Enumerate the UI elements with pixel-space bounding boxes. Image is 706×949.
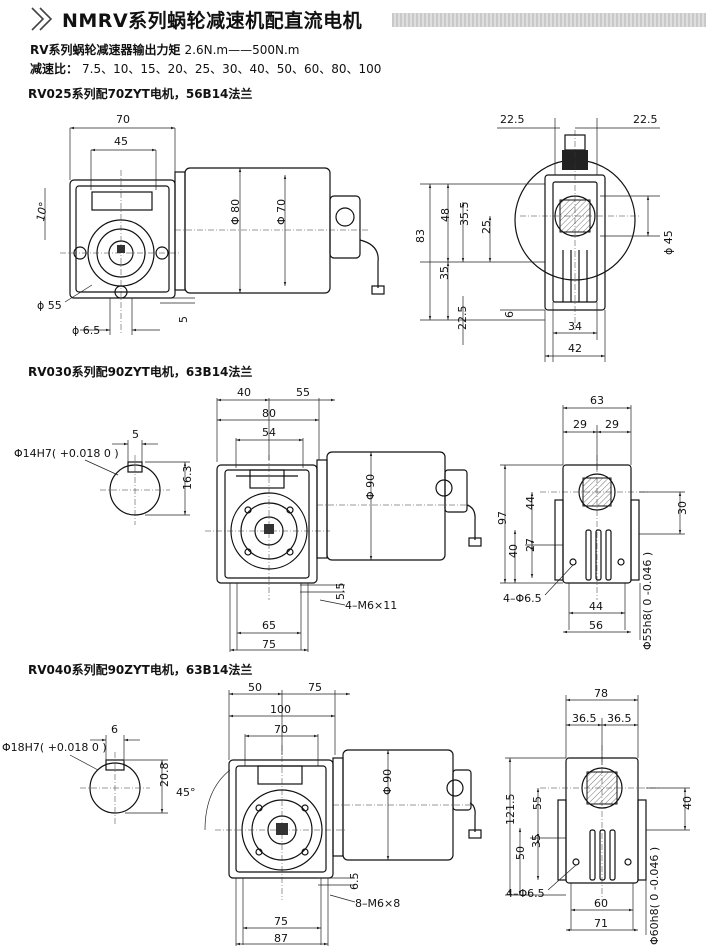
dim-rv025-35: 35: [438, 266, 451, 280]
dim-rv030-5_5: 5.5: [334, 583, 347, 601]
rv040-front-view: 50 75 100 70 Φ 90 45° 6.5 8–M6×8 75 87: [176, 681, 482, 946]
dim-rv040-36_5-left: 36.5: [572, 712, 597, 725]
dim-rv030-75: 75: [262, 638, 276, 651]
dim-rv040-m6: 8–M6×8: [355, 897, 400, 910]
torque-label: RV系列蜗轮减速器输出力矩: [30, 43, 181, 57]
dim-rv040-71: 71: [594, 917, 608, 930]
ratio-value: 7.5、10、15、20、25、30、40、50、60、80、100: [82, 62, 382, 76]
dim-rv025-42: 42: [568, 342, 582, 355]
dim-rv025-70: 70: [116, 113, 130, 126]
dim-rv025-83: 83: [414, 229, 427, 243]
rv025-front-view: 70 45 10° ϕ 55 ϕ 6.5 5 Φ 80 Φ 70: [34, 113, 385, 337]
dim-rv030-key: 5: [132, 428, 139, 441]
dim-rv030-30: 30: [676, 501, 689, 515]
dim-rv025-45: 45: [114, 135, 128, 148]
dim-rv040-70: 70: [274, 723, 288, 736]
page-header: NMRV系列蜗轮减速机配直流电机: [0, 0, 706, 38]
rv030-side-view: 63 29 29 97 44 27 40 30 4–Φ6.5 44 56 Φ55…: [496, 394, 689, 650]
dim-rv030-63: 63: [590, 394, 604, 407]
dim-rv025-phi55: ϕ 55: [37, 299, 62, 312]
dim-rv025-angle: 10°: [34, 201, 50, 222]
dim-rv030-holes: 4–Φ6.5: [503, 592, 542, 605]
header-decor-bar: [392, 13, 706, 27]
dim-rv030-40: 40: [237, 386, 251, 399]
dim-rv025-phi80: Φ 80: [229, 199, 242, 225]
dim-rv025-25: 25: [480, 220, 493, 234]
dim-rv030-29-left: 29: [573, 418, 587, 431]
dim-rv040-holes: 4–Φ6.5: [506, 887, 545, 900]
torque-value: 2.6N.m——500N.m: [184, 43, 300, 57]
dim-rv030-80: 80: [262, 407, 276, 420]
ratio-line: 减速比：7.5、10、15、20、25、30、40、50、60、80、100: [30, 60, 381, 77]
dim-rv025-35_5: 35.5: [458, 202, 471, 227]
rv030-front-view: 40 55 80 54 Φ 90 5.5 4–M6×11 65 75: [205, 386, 482, 652]
dim-rv040-key-height: 20.8: [158, 763, 171, 788]
dim-rv030-65: 65: [262, 619, 276, 632]
dim-rv025-5: 5: [177, 316, 190, 323]
dim-rv040-key: 6: [111, 723, 118, 736]
dim-rv040-55: 55: [531, 796, 544, 810]
dim-rv040-angle: 45°: [176, 786, 196, 799]
dim-rv025-6: 6: [503, 311, 516, 318]
dim-rv030-m6: 4–M6×11: [345, 599, 397, 612]
dim-rv030-54: 54: [262, 426, 276, 439]
dim-rv025-22_5-right: 22.5: [633, 113, 658, 126]
dim-rv040-50: 50: [514, 846, 527, 860]
dim-rv040-87: 87: [274, 932, 288, 945]
dim-rv040-6_5: 6.5: [348, 873, 361, 891]
dim-rv040-100: 100: [270, 703, 291, 716]
double-chevron-icon: [31, 7, 53, 31]
section-title-rv030: RV030系列配90ZYT电机，63B14法兰: [28, 365, 253, 379]
section-title-rv025: RV025系列配70ZYT电机，56B14法兰: [28, 87, 253, 101]
section-title-rv040: RV040系列配90ZYT电机，63B14法兰: [28, 663, 253, 677]
dim-rv040-35: 35: [530, 834, 543, 848]
dim-rv040-121_5: 121.5: [504, 794, 517, 826]
dim-rv040-40: 40: [681, 796, 694, 810]
dim-rv030-flange: Φ55h8( 0 -0.046 ): [641, 552, 654, 650]
dim-rv025-34: 34: [568, 320, 582, 333]
dim-rv030-29-right: 29: [605, 418, 619, 431]
dim-rv040-phi90: Φ 90: [381, 769, 394, 795]
dim-rv040-60: 60: [594, 897, 608, 910]
dim-rv040-flange: Φ60h8( 0 -0.046 ): [648, 847, 661, 945]
dim-rv025-phi45: ϕ 45: [662, 230, 675, 255]
ratio-label: 减速比：: [30, 62, 79, 76]
dim-rv040-75-bottom: 75: [274, 915, 288, 928]
rv030-bore-view: 5 16.3 Φ14H7( +0.018 0 ): [14, 428, 194, 525]
dim-rv040-50: 50: [248, 681, 262, 694]
dim-rv030-40: 40: [507, 544, 520, 558]
dim-rv030-44-bottom: 44: [589, 600, 603, 613]
dim-rv030-55: 55: [296, 386, 310, 399]
dim-rv040-75: 75: [308, 681, 322, 694]
dim-rv040-36_5-right: 36.5: [607, 712, 632, 725]
dim-rv030-key-height: 16.3: [181, 466, 194, 491]
dim-rv030-56: 56: [589, 619, 603, 632]
rv025-side-view: 22.5 22.5 83 48 35.5 25 35 22.5 6 ϕ 45 3…: [414, 113, 675, 362]
page-title: NMRV系列蜗轮减速机配直流电机: [62, 10, 363, 32]
dim-rv030-44: 44: [524, 496, 537, 510]
dim-rv040-bore: Φ18H7( +0.018 0 ): [2, 741, 107, 754]
dim-rv030-27: 27: [524, 538, 537, 552]
dim-rv025-phi65: ϕ 6.5: [72, 324, 100, 337]
dim-rv030-bore: Φ14H7( +0.018 0 ): [14, 447, 119, 460]
dim-rv025-22_5-left: 22.5: [500, 113, 525, 126]
dim-rv025-48: 48: [439, 208, 452, 222]
dim-rv040-78: 78: [594, 687, 608, 700]
dim-rv025-phi70: Φ 70: [275, 199, 288, 225]
dim-rv030-phi90: Φ 90: [364, 474, 377, 500]
rv040-side-view: 78 36.5 36.5 121.5 55 35 50 40 4–Φ6.5 60…: [504, 687, 694, 945]
dim-rv030-97: 97: [496, 511, 509, 525]
dim-rv025-22_5-bottom: 22.5: [456, 306, 469, 331]
rv040-bore-view: 6 20.8 Φ18H7( +0.018 0 ): [2, 723, 171, 825]
